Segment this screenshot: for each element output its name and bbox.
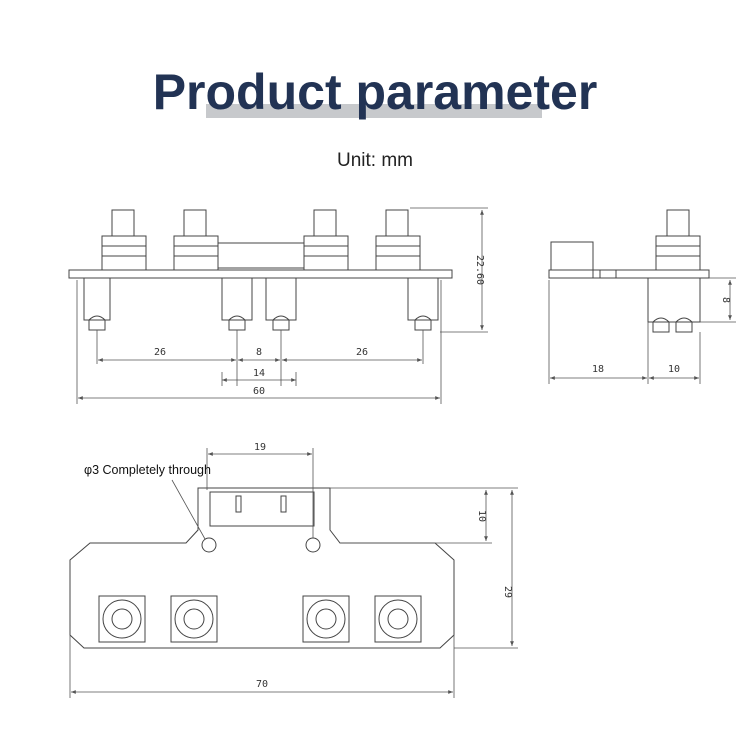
front-leg-3 <box>265 277 297 331</box>
front-button-1 <box>101 209 147 271</box>
front-dim-c: 26 <box>356 347 368 358</box>
top-button-1 <box>98 595 146 643</box>
front-button-3 <box>303 209 349 271</box>
top-view <box>69 487 455 649</box>
side-dim-right: 10 <box>668 364 680 375</box>
top-dim-total-height: 29 <box>502 586 513 598</box>
side-view <box>548 209 710 333</box>
front-button-4 <box>375 209 421 271</box>
top-connector <box>209 491 315 527</box>
front-dim-height: 22.60 <box>474 255 485 285</box>
side-connector <box>550 241 594 271</box>
mounting-hole-right <box>305 537 321 553</box>
connector-pin-2 <box>280 495 287 513</box>
hole-callout: φ3 Completely through <box>84 463 211 477</box>
front-dimension-lines <box>76 207 488 404</box>
page-title: Product parameter <box>152 64 598 120</box>
top-dim-width: 70 <box>256 679 268 690</box>
top-dim-connector: 19 <box>254 442 266 453</box>
side-leg <box>647 277 701 333</box>
top-button-4 <box>374 595 422 643</box>
top-board-outline <box>69 487 455 649</box>
top-dim-tab-height: 10 <box>476 510 487 522</box>
top-button-3 <box>302 595 350 643</box>
title-underline <box>206 104 542 118</box>
title-block: Product parameter <box>0 60 750 130</box>
mounting-hole-left <box>201 537 217 553</box>
connector-pin-1 <box>235 495 242 513</box>
top-button-2 <box>170 595 218 643</box>
front-leg-1 <box>83 277 111 331</box>
front-dim-total: 60 <box>253 386 265 397</box>
side-dim-left: 18 <box>592 364 604 375</box>
front-dim-a: 26 <box>154 347 166 358</box>
front-pcb <box>68 269 453 279</box>
front-button-2 <box>173 209 219 271</box>
top-dimension-lines <box>69 448 518 698</box>
front-leg-2 <box>221 277 253 331</box>
front-view <box>68 209 453 331</box>
front-dim-b: 8 <box>256 347 262 358</box>
side-button <box>655 209 701 271</box>
side-pcb <box>548 269 710 279</box>
unit-label: Unit: mm <box>337 150 413 171</box>
front-dim-d: 14 <box>253 368 265 379</box>
front-leg-4 <box>407 277 439 331</box>
side-dim-height: 8 <box>720 297 731 303</box>
side-dimension-lines <box>548 277 736 384</box>
